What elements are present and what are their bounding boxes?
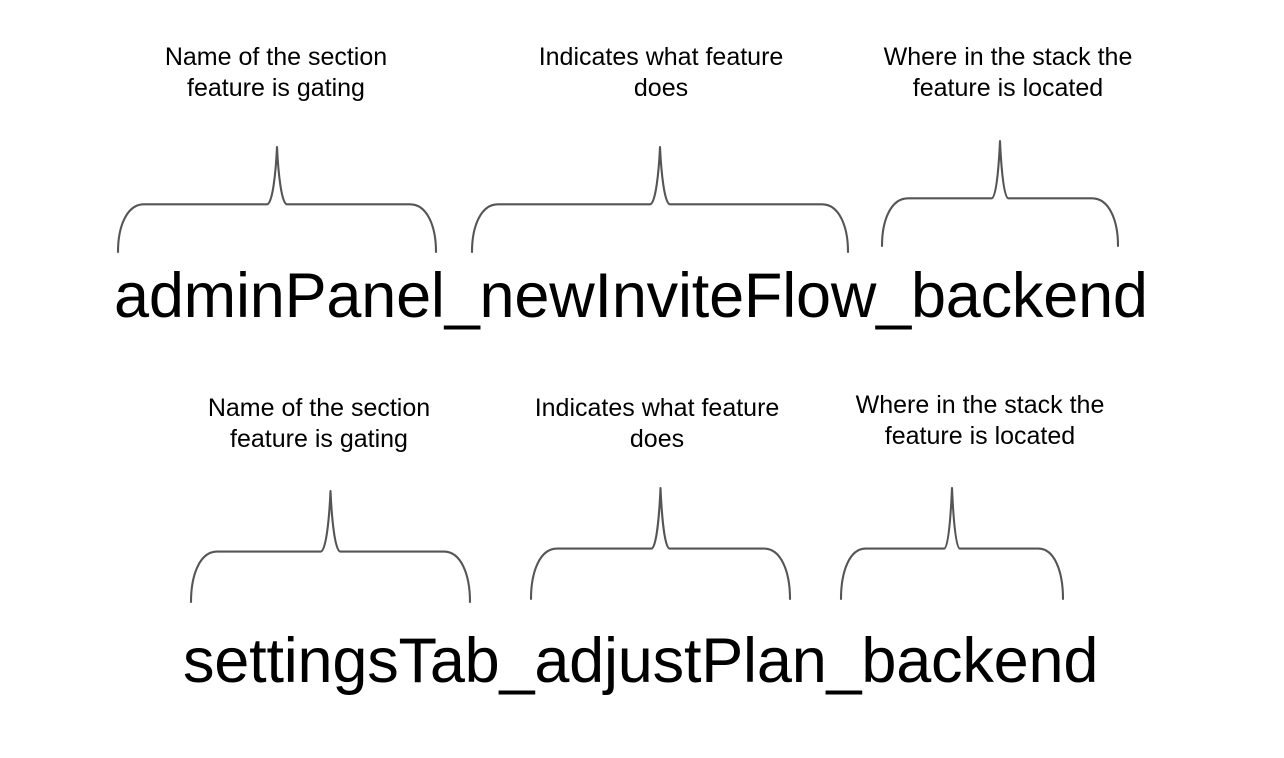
feature-flag-name: settingsTab_adjustPlan_backend — [183, 626, 1099, 696]
annotation-label: Indicates what feature does — [538, 43, 784, 102]
annotation-label: Name of the section feature is gating — [207, 394, 431, 453]
curly-brace-icon — [881, 140, 1119, 246]
curly-brace-icon — [117, 146, 437, 252]
annotation-label: Where in the stack the feature is locate… — [855, 391, 1105, 450]
feature-flag-name: adminPanel_newInviteFlow_backend — [114, 261, 1148, 331]
annotation-label: Indicates what feature does — [534, 394, 780, 453]
annotation-label: Name of the section feature is gating — [164, 43, 388, 102]
curly-brace-icon — [190, 490, 471, 602]
curly-brace-icon — [530, 487, 791, 599]
annotation-label: Where in the stack the feature is locate… — [883, 43, 1133, 102]
curly-brace-icon — [471, 146, 849, 252]
curly-brace-icon — [840, 487, 1064, 599]
